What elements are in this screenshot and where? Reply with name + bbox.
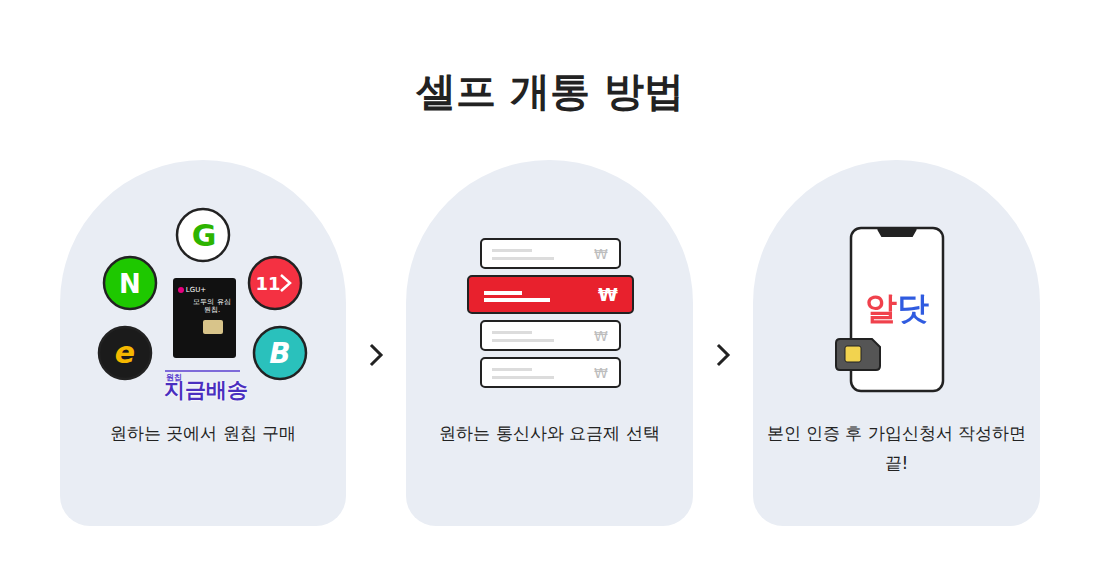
bar-line (484, 298, 550, 302)
step-arrow (346, 346, 406, 364)
step-text: 원하는 곳에서 원칩 구매 (70, 418, 336, 448)
delivery-logo: 지금배송 (164, 380, 248, 401)
plan-bar (481, 358, 620, 387)
11st-logo (249, 257, 301, 309)
bar-line (492, 368, 532, 371)
diagram-title: 셀프 개통 방법 (0, 64, 1100, 119)
sim-card (836, 339, 880, 370)
lgu-dot (178, 287, 184, 293)
won-sign: ₩ (594, 329, 608, 343)
plan-bar (481, 239, 620, 268)
plan-bar (481, 321, 620, 350)
delivery-line (165, 370, 240, 372)
emart-logo (99, 327, 151, 379)
b-logo (254, 327, 306, 379)
gmarket-logo (177, 209, 229, 261)
won-sign: ₩ (594, 366, 608, 380)
logo-letter: G (192, 221, 217, 251)
logo-letter: N (119, 271, 141, 297)
step-text: 원하는 통신사와 요금제 선택 (416, 418, 683, 448)
sim-chip (203, 320, 223, 334)
bar-line (492, 257, 554, 260)
package-text: 모두의 유심 원칩. (192, 298, 232, 315)
naver-logo (104, 257, 156, 309)
logo-letter: e (115, 338, 135, 368)
sim-chip (845, 346, 861, 362)
app-logo: 알닷 (865, 292, 929, 324)
won-sign: ₩ (594, 247, 608, 261)
bar-line (484, 291, 522, 295)
bar-line (492, 376, 554, 379)
11st-arrow (281, 275, 290, 291)
won-sign: ₩ (598, 286, 618, 304)
logo-letter: B (269, 340, 290, 368)
sim-package (173, 278, 236, 358)
brand-text: LGU+ (186, 287, 206, 294)
bar-line (492, 249, 532, 252)
logo-number: 11 (255, 275, 280, 293)
bar-line (492, 339, 554, 342)
phone-notch (878, 229, 916, 236)
plan-bar-selected (468, 276, 633, 313)
step-text: 본인 인증 후 가입신청서 작성하면 끝! (763, 418, 1030, 478)
step-arrow (693, 346, 753, 364)
bar-line (492, 331, 532, 334)
